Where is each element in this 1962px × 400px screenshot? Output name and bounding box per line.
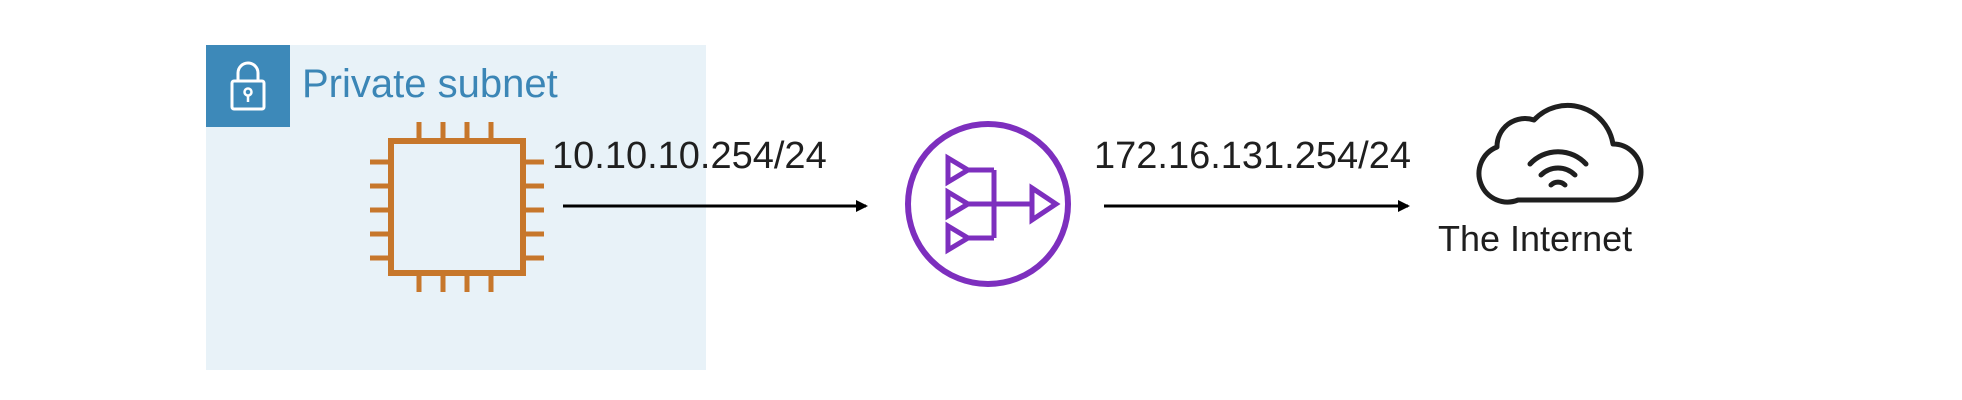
nat-gateway-icon: [905, 121, 1071, 287]
internet-cloud-icon: [1476, 102, 1644, 205]
ec2-instance-chip-icon: [370, 122, 544, 292]
link-label-instance-to-nat: 10.10.10.254/24: [552, 135, 827, 177]
lock-icon: [230, 61, 266, 111]
link-label-nat-to-internet: 172.16.131.254/24: [1094, 135, 1411, 177]
subnet-label: Private subnet: [302, 62, 558, 106]
subnet-lock-badge: [206, 45, 290, 127]
internet-label: The Internet: [1438, 218, 1633, 259]
